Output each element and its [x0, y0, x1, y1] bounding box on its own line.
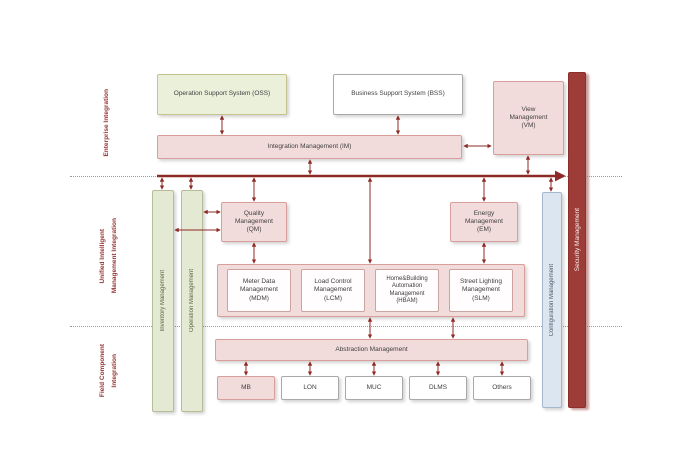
meter-data-management-box: Meter Data Management (MDM): [227, 269, 291, 312]
integration-management-bar: Integration Management (IM): [157, 135, 462, 159]
home-building-automation-management-box: Home&Building Automation Management (HBA…: [375, 269, 439, 312]
section-label-field-component-line2: Integration: [111, 354, 118, 388]
protocol-box-dlms: DLMS: [409, 376, 467, 400]
separator-unified-field: [70, 326, 622, 327]
protocol-box-lon: LON: [281, 376, 339, 400]
energy-management-box: Energy Management (EM): [450, 202, 518, 242]
view-management-box: View Management (VM): [493, 81, 564, 155]
security-management-bar: Security Management: [568, 72, 586, 408]
section-label-unified-intelligent-line2: Management Integration: [111, 218, 118, 294]
quality-management-box: Quality Management (QM): [221, 202, 287, 242]
protocol-box-mb: MB: [217, 376, 275, 400]
protocol-box-muc: MUC: [345, 376, 403, 400]
bss-box: Business Support System (BSS): [333, 74, 463, 115]
street-lighting-management-box: Street Lighting Management (SLM): [449, 269, 513, 312]
load-control-management-box: Load Control Management (LCM): [301, 269, 365, 312]
section-label-enterprise-integration: Enterprise Integration: [98, 72, 114, 174]
operation-management-bar: Operation Management: [181, 190, 203, 412]
abstraction-management-bar: Abstraction Management: [215, 339, 528, 361]
oss-box: Operation Support System (OSS): [157, 74, 287, 115]
configuration-management-bar: Configuration Management: [542, 192, 562, 408]
protocol-box-others: Others: [473, 376, 531, 400]
separator-enterprise-unified: [70, 176, 622, 177]
inventory-management-bar: Inventory Management: [152, 190, 174, 412]
section-label-text: Enterprise Integration: [102, 89, 110, 157]
